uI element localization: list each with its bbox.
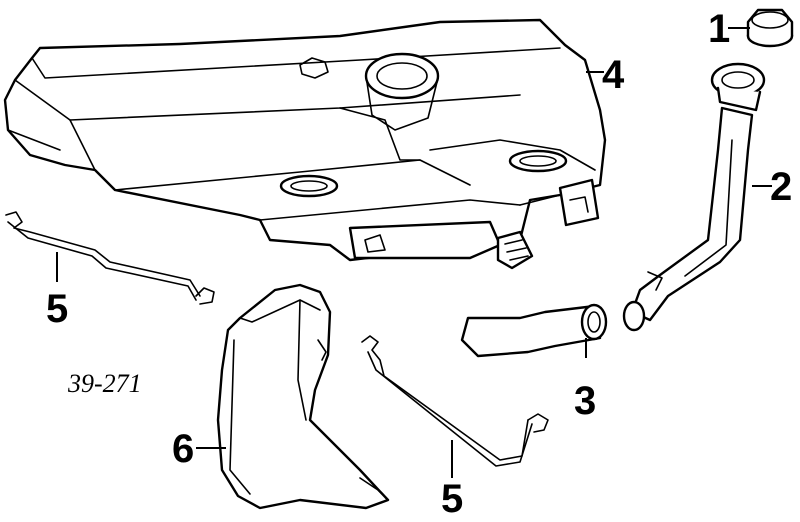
callout-1: 1 bbox=[708, 7, 730, 51]
hose bbox=[460, 303, 608, 358]
tank-strap-right bbox=[361, 335, 549, 467]
leader-lines bbox=[56, 27, 772, 478]
callout-5-right: 5 bbox=[441, 477, 463, 521]
callout-6: 6 bbox=[172, 427, 194, 471]
filler-pipe bbox=[622, 62, 766, 332]
callout-5-left: 5 bbox=[46, 287, 68, 331]
fuel-cap bbox=[746, 8, 794, 48]
tank-strap-left bbox=[5, 211, 215, 305]
callout-2: 2 bbox=[770, 165, 792, 209]
fuel-tank bbox=[3, 18, 607, 270]
callout-3: 3 bbox=[574, 379, 596, 423]
callout-4: 4 bbox=[602, 53, 625, 97]
reference-number: 39-271 bbox=[67, 369, 142, 398]
heat-shield bbox=[216, 283, 390, 510]
